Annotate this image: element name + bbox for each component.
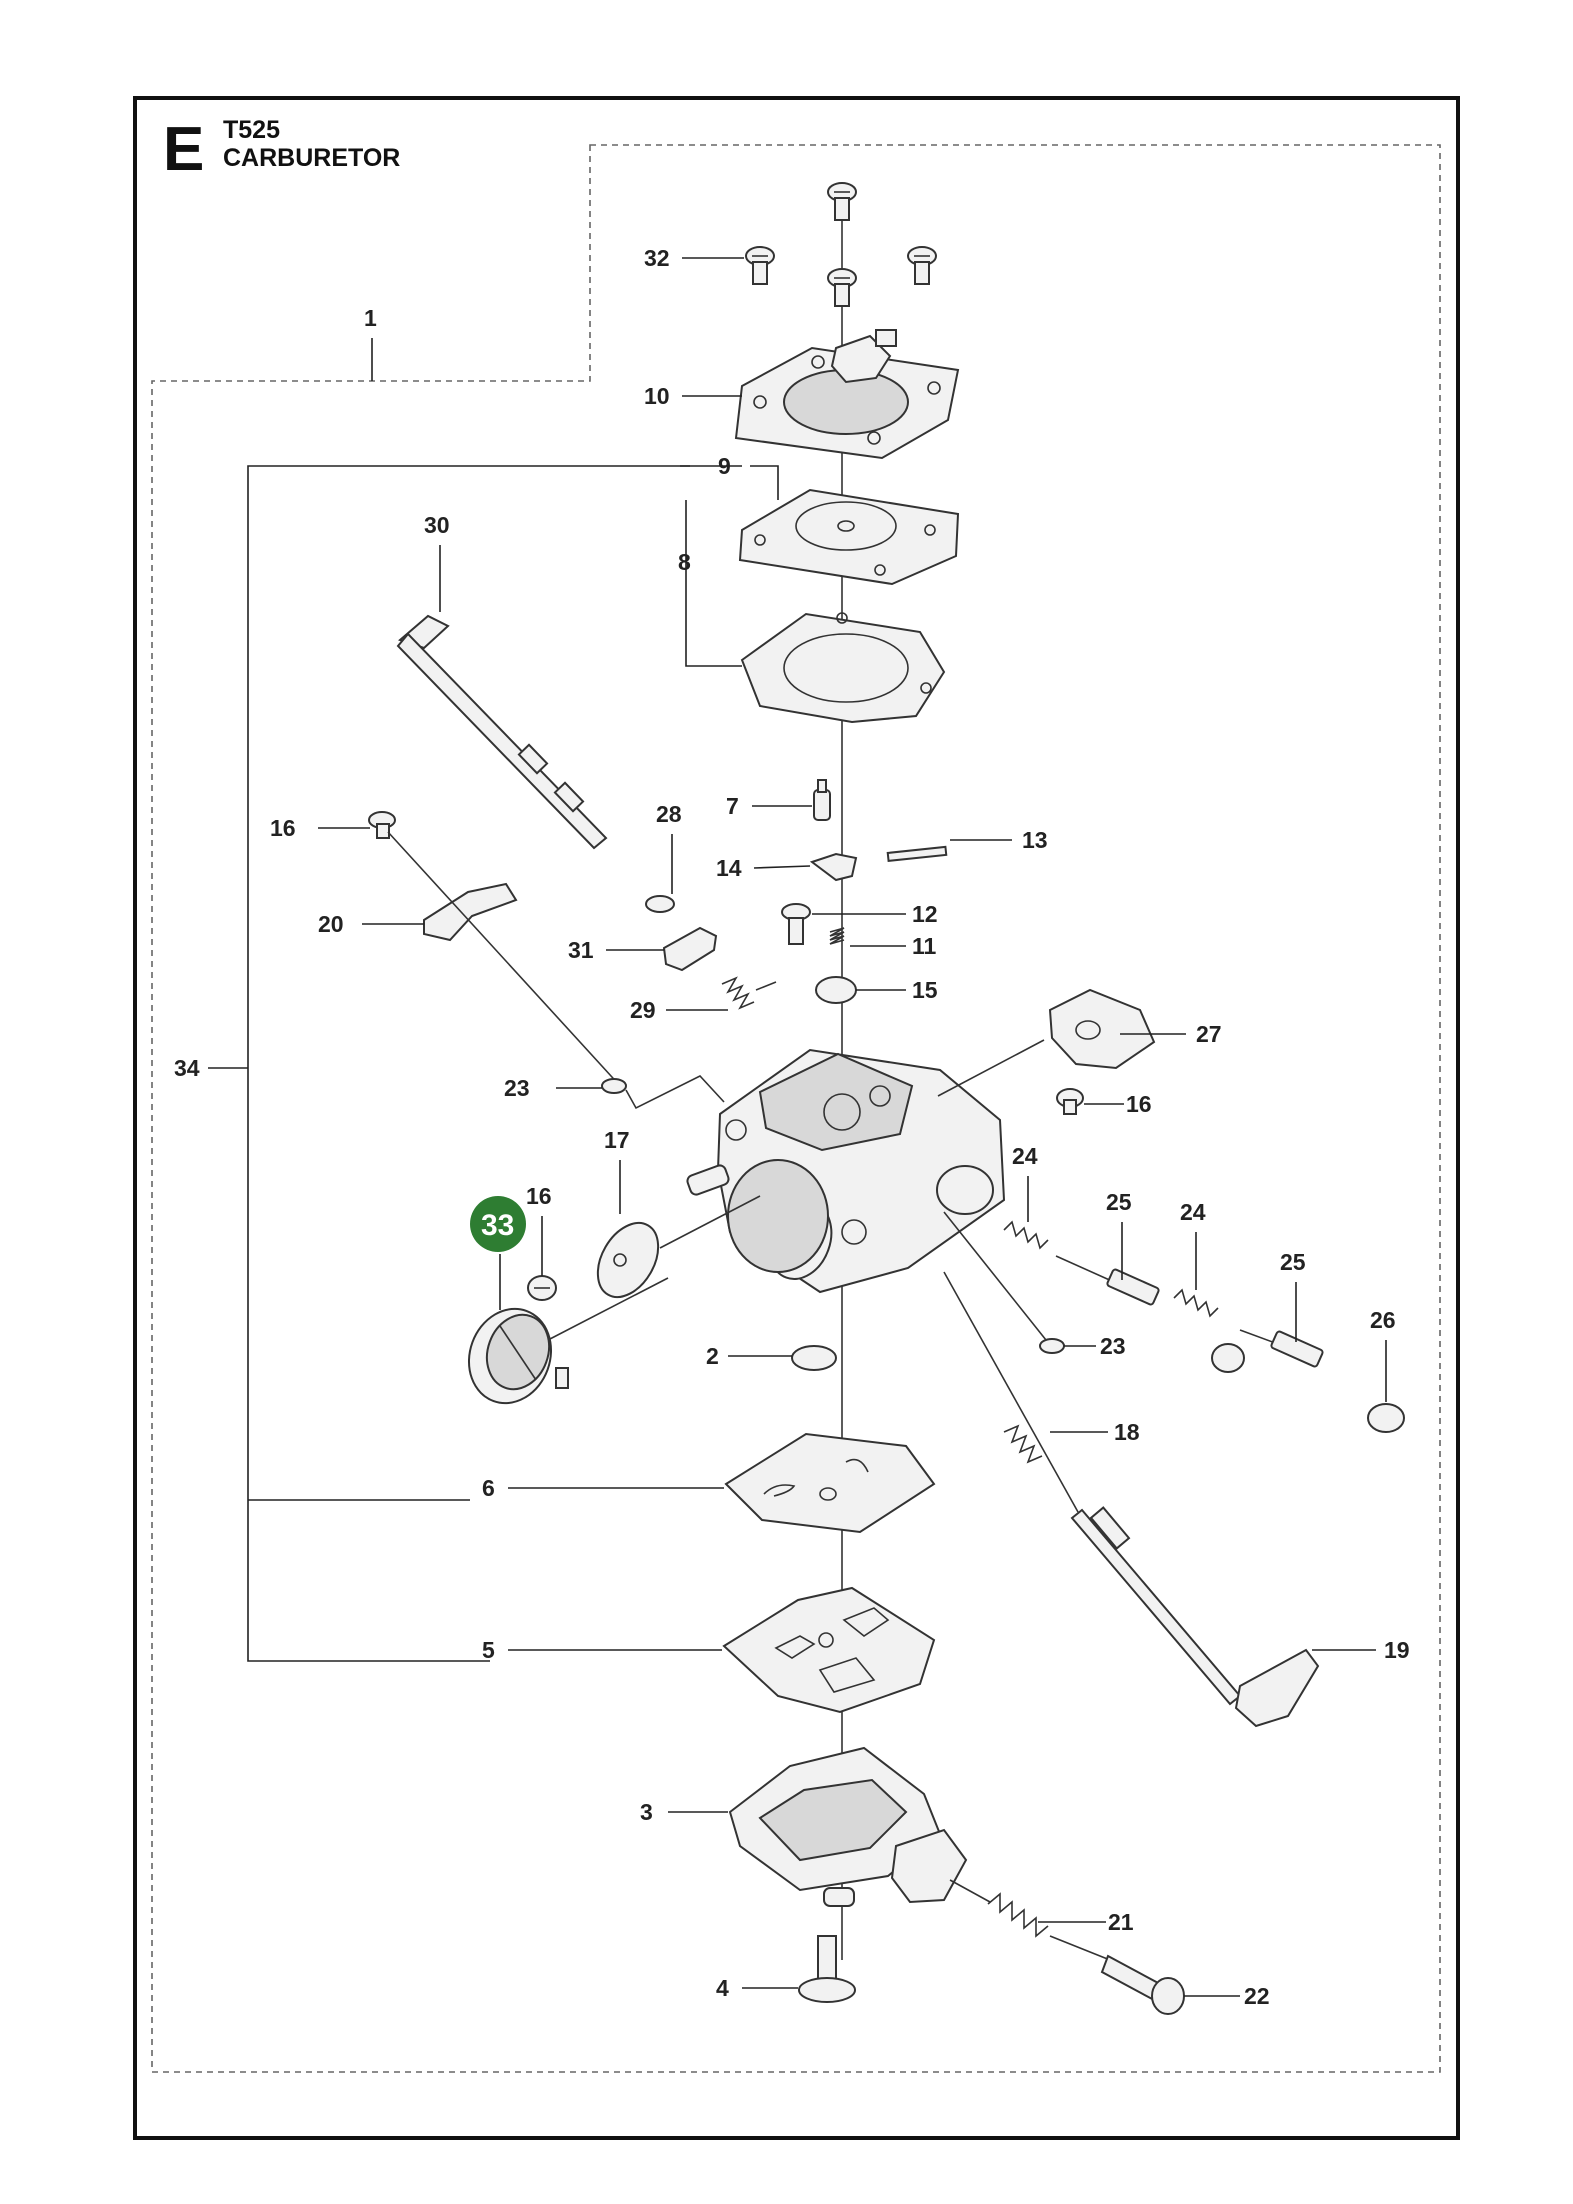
- washer-23-lower: [1039, 1338, 1065, 1354]
- spring-18: [1003, 1424, 1043, 1464]
- choke-shaft-19: [1070, 1506, 1320, 1728]
- disc-15: [815, 976, 857, 1004]
- washer-28: [645, 895, 675, 913]
- screws-32: [745, 182, 937, 307]
- cap-33: [467, 1307, 569, 1405]
- callout-25-b: 25: [1280, 1249, 1306, 1275]
- callout-28: 28: [656, 801, 682, 827]
- callout-13: 13: [1022, 827, 1048, 853]
- lever-31: [662, 926, 718, 972]
- callout-8: 8: [678, 549, 691, 575]
- gasket-6: [724, 1432, 936, 1534]
- carburetor-body: [686, 1048, 1006, 1294]
- throttle-shaft-30: [396, 614, 608, 850]
- callout-27: 27: [1196, 1021, 1222, 1047]
- callout-2: 2: [706, 1343, 719, 1369]
- callout-7: 7: [726, 793, 739, 819]
- spring-29: [721, 976, 777, 1010]
- callout-22: 22: [1244, 1983, 1270, 2009]
- callout-21: 21: [1108, 1909, 1134, 1935]
- callout-32: 32: [644, 245, 670, 271]
- spring-24-a: [1003, 1220, 1049, 1250]
- pump-cover-10: [734, 329, 960, 460]
- callout-1: 1: [364, 305, 377, 331]
- callout-16-upper: 16: [270, 815, 296, 841]
- highlight-badge: [470, 1196, 526, 1252]
- callout-5: 5: [482, 1637, 495, 1663]
- callout-20: 20: [318, 911, 344, 937]
- screw-16-lower: [527, 1275, 557, 1301]
- callout-3: 3: [640, 1799, 653, 1825]
- throttle-plate-17: [596, 1222, 660, 1298]
- cap-26: [1367, 1403, 1405, 1433]
- callout-23-lower: 23: [1100, 1333, 1126, 1359]
- choke-lever-20: [423, 882, 518, 942]
- callout-31: 31: [568, 937, 594, 963]
- callout-19: 19: [1384, 1637, 1410, 1663]
- callout-4: 4: [716, 1975, 729, 2001]
- model-number: T525: [223, 116, 280, 144]
- washer-23-upper: [601, 1078, 627, 1094]
- needle-25-b: [1239, 1329, 1324, 1368]
- callout-23-upper: 23: [504, 1075, 530, 1101]
- callout-25-a: 25: [1106, 1189, 1132, 1215]
- callout-16-lower: 16: [526, 1183, 552, 1209]
- callout-9: 9: [718, 453, 731, 479]
- callout-10: 10: [644, 383, 670, 409]
- callout-26: 26: [1370, 1307, 1396, 1333]
- gasket-8: [740, 612, 946, 724]
- idle-screw-22: [1049, 1935, 1185, 2015]
- pump-body-3: [728, 1746, 968, 1907]
- callout-17: 17: [604, 1127, 630, 1153]
- callout-11: 11: [912, 933, 937, 959]
- choke-plate-27: [1048, 988, 1156, 1070]
- callout-6: 6: [482, 1475, 495, 1501]
- callout-16-right: 16: [1126, 1091, 1152, 1117]
- callout-14: 14: [716, 855, 742, 881]
- callout-18: 18: [1114, 1419, 1140, 1445]
- screw-16-upper: [368, 811, 396, 839]
- gasket-5: [722, 1586, 936, 1714]
- lever-pin-13: [886, 845, 948, 863]
- diaphragm-9: [738, 488, 960, 586]
- metering-lever-14: [809, 852, 858, 882]
- screw-4: [798, 1935, 856, 2003]
- screw-16-right: [1056, 1088, 1084, 1115]
- section-letter: E: [163, 115, 204, 184]
- callout-12: 12: [912, 901, 938, 927]
- callout-29: 29: [630, 997, 656, 1023]
- needle-25-a: [1055, 1255, 1160, 1306]
- spring-24-b: [1173, 1288, 1219, 1318]
- callout-24-b: 24: [1180, 1199, 1206, 1225]
- callout-15: 15: [912, 977, 938, 1003]
- callout-33-highlight: 33: [481, 1209, 514, 1242]
- callout-30: 30: [424, 512, 450, 538]
- spring-11: [829, 927, 845, 945]
- inlet-needle-7: [813, 779, 831, 821]
- page-frame: [133, 96, 1460, 2140]
- page-title: CARBURETOR: [223, 144, 400, 172]
- screw-12: [781, 903, 811, 945]
- assembly-boundary: [151, 144, 1441, 2073]
- spring-21: [987, 1892, 1049, 1938]
- callout-24-a: 24: [1012, 1143, 1038, 1169]
- bushing-near-24: [1211, 1343, 1245, 1373]
- callout-34: 34: [174, 1055, 200, 1081]
- disc-2: [791, 1345, 837, 1371]
